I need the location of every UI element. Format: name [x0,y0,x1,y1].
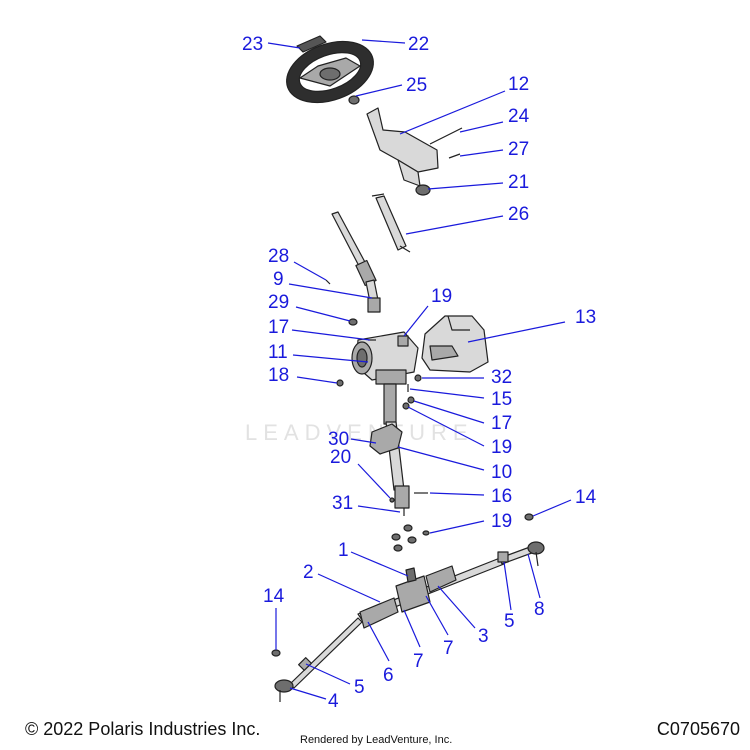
shaft-bolt [325,279,331,285]
eps-nut [336,379,344,387]
callout-26: 26 [508,204,529,225]
callout-14-right: 14 [575,487,597,508]
callout-6: 6 [383,665,394,686]
callout-11: 11 [268,342,288,363]
callout-5-left: 5 [354,677,365,698]
callout-10: 10 [491,462,512,483]
callout-24: 24 [508,106,530,127]
callout-17-upper: 17 [268,317,289,338]
steering-wheel [286,40,374,104]
washer-19-mid [402,402,410,410]
tie-rod-nut-right [524,513,534,521]
callout-27: 27 [508,139,529,160]
callout-13: 13 [575,307,596,328]
callout-12: 12 [508,74,529,95]
callout-28: 28 [268,246,289,267]
small-bolt [448,153,461,159]
callout-3: 3 [478,626,489,647]
bracket-bolt [429,127,463,145]
gas-strut [371,193,411,253]
tie-rod-nut-left [271,649,281,657]
callout-30: 30 [328,429,349,450]
callout-25: 25 [406,75,427,96]
tie-rod-right [497,541,545,567]
diagram-code: C0705670 [656,719,740,739]
callout-7-left: 7 [413,651,424,672]
callout-4: 4 [328,691,339,712]
copyright-notice: © 2022 Polaris Industries Inc. [25,719,261,739]
callout-14-left: 14 [263,586,285,607]
bushing [415,184,431,196]
callout-2: 2 [303,562,314,583]
mount-nuts [391,524,417,552]
callout-19-low: 19 [491,511,512,532]
upper-steering-shaft [331,211,381,313]
callout-18: 18 [268,365,289,386]
callout-21: 21 [508,172,529,193]
callout-1: 1 [338,540,349,561]
callout-7-right: 7 [443,638,454,659]
callout-19-mid: 19 [491,437,512,458]
callout-9: 9 [273,269,284,290]
shaft-boot [369,423,403,455]
callout-17-lower: 17 [491,413,512,434]
tilt-bracket [366,107,439,187]
callout-31: 31 [332,493,353,514]
nut-20 [389,497,395,503]
nut-17-lower [407,396,415,404]
callout-15: 15 [491,389,512,410]
callout-19-top: 19 [431,286,452,307]
wheel-badge [296,35,327,53]
callout-23: 23 [242,34,263,55]
eps-cover [421,315,489,373]
washer-32 [414,374,422,382]
callout-16: 16 [491,486,512,507]
callout-5-right: 5 [504,611,515,632]
shaft-nut [348,318,358,326]
callout-numbers: 23 22 25 12 24 27 21 26 28 9 29 19 17 13… [242,34,597,712]
watermark: LEADVENTURE [245,420,474,445]
tie-rod-left [274,617,363,702]
wheel-nut [348,95,360,105]
leader-lines [267,39,572,700]
callout-22: 22 [408,34,429,55]
callout-20: 20 [330,447,351,468]
washer-19-low [422,530,430,536]
rendered-by-notice: Rendered by LeadVenture, Inc. [300,734,453,746]
callout-32: 32 [491,367,512,388]
callout-8: 8 [534,599,545,620]
eps-unit [351,331,419,385]
steering-rack [357,557,505,629]
callout-29: 29 [268,292,289,313]
